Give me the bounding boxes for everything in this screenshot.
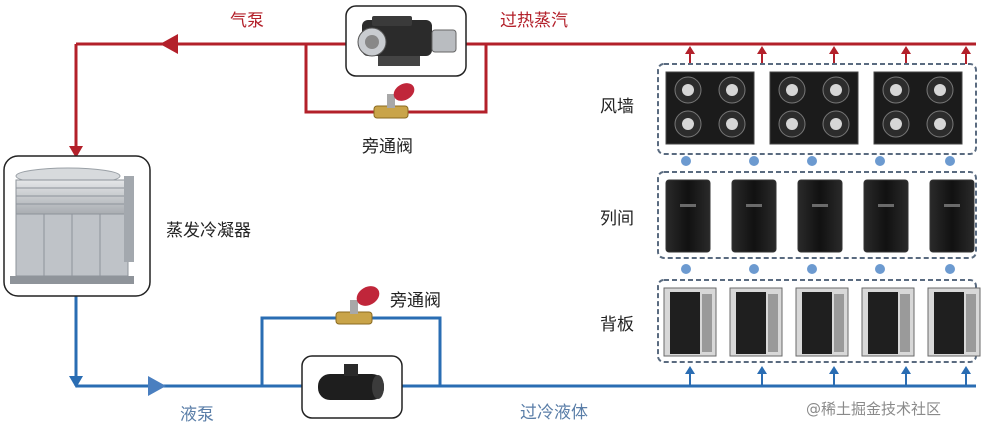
bypass-valve-bottom-icon <box>335 286 380 325</box>
bypass-valve-top-icon <box>373 83 415 119</box>
watermark: @稀土掘金技术社区 <box>806 400 942 418</box>
in-row-group <box>657 171 977 259</box>
subcooled-liquid-label: 过冷液体 <box>520 403 588 423</box>
connection-dot <box>749 156 759 166</box>
back-panel-group <box>657 279 977 363</box>
superheated-vapor-label: 过热蒸汽 <box>500 11 568 31</box>
fan-wall-group <box>657 63 977 155</box>
evaporative-condenser-label: 蒸发冷凝器 <box>166 221 251 241</box>
fan-wall-units <box>665 71 963 145</box>
connection-dot <box>749 264 759 274</box>
fan-wall-unit <box>769 71 859 145</box>
liquid-flow-arrow <box>148 376 166 396</box>
connection-dot <box>807 264 817 274</box>
fan-icon <box>682 84 694 96</box>
bypass-valve-top-label: 旁通阀 <box>362 137 413 157</box>
fan-wall-up-arrows <box>685 46 971 64</box>
evaporative-condenser-icon <box>3 155 151 297</box>
in-row-unit <box>797 179 843 253</box>
fan-icon <box>786 84 798 96</box>
connection-dot <box>875 156 885 166</box>
fan-icon <box>934 84 946 96</box>
in-row-unit <box>863 179 909 253</box>
fan-icon <box>830 84 842 96</box>
back-panel-unit <box>861 287 915 357</box>
back-panel-unit <box>663 287 717 357</box>
back-panel-unit <box>927 287 981 357</box>
fan-icon <box>726 84 738 96</box>
fan-icon <box>726 118 738 130</box>
back-panel-units <box>663 287 981 357</box>
gas-pump-label: 气泵 <box>230 11 264 31</box>
fan-icon <box>890 84 902 96</box>
in-row-units <box>665 179 975 253</box>
fan-wall-unit <box>873 71 963 145</box>
connection-dot <box>945 264 955 274</box>
liquid-pump-icon <box>301 355 403 419</box>
in-row-label: 列间 <box>600 209 634 229</box>
compressor-icon <box>345 5 467 77</box>
fan-wall-label: 风墙 <box>600 97 634 117</box>
fan-wall-connection-dots <box>681 156 955 166</box>
fan-wall-unit <box>665 71 755 145</box>
fan-icon <box>830 118 842 130</box>
connection-dot <box>681 264 691 274</box>
liquid-pump-label: 液泵 <box>180 405 214 425</box>
fan-icon <box>934 118 946 130</box>
back-panel-unit <box>729 287 783 357</box>
back-panel-up-arrows <box>685 366 971 386</box>
bypass-valve-bottom-label: 旁通阀 <box>390 291 441 311</box>
vapor-down-arrow <box>69 146 83 158</box>
connection-dot <box>945 156 955 166</box>
connection-dot <box>681 156 691 166</box>
connection-dot <box>807 156 817 166</box>
in-row-connection-dots <box>681 264 955 274</box>
in-row-unit <box>665 179 711 253</box>
fan-icon <box>890 118 902 130</box>
vapor-flow-arrow <box>160 34 178 54</box>
fan-icon <box>786 118 798 130</box>
liquid-down-arrow <box>69 376 83 388</box>
in-row-unit <box>929 179 975 253</box>
back-panel-unit <box>795 287 849 357</box>
back-panel-label: 背板 <box>600 315 634 335</box>
fan-icon <box>682 118 694 130</box>
in-row-unit <box>731 179 777 253</box>
connection-dot <box>875 264 885 274</box>
